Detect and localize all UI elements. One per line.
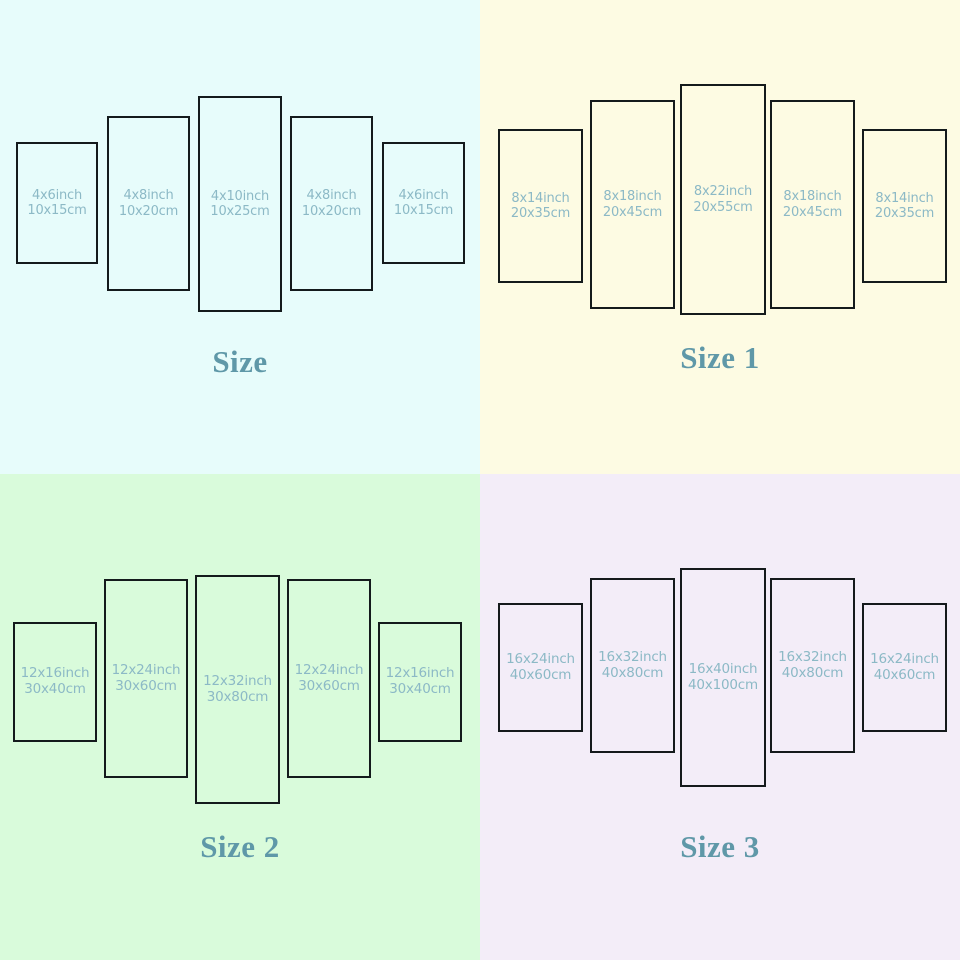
- panel-size-cm: 10x15cm: [27, 203, 87, 218]
- panel-size-cm: 10x20cm: [301, 203, 362, 219]
- panel-size-inch: 16x24inch: [506, 650, 575, 667]
- panel-size-cm: 30x40cm: [389, 681, 451, 697]
- panel-size-cm: 20x45cm: [602, 204, 663, 220]
- panel-size-inch: 8x18inch: [783, 189, 842, 205]
- panel-size-cm: 40x100cm: [688, 676, 758, 693]
- quadrant-title-size-2: Size 2: [200, 829, 280, 864]
- panel-size-inch: 8x14inch: [875, 190, 934, 206]
- panel-size-inch: 8x18inch: [603, 189, 662, 205]
- panel-size-cm: 40x60cm: [873, 666, 936, 683]
- panel-size-cm: 10x20cm: [118, 203, 179, 219]
- panel-size-cm: 10x15cm: [393, 203, 454, 218]
- panel-size-inch: 12x16inch: [20, 665, 90, 682]
- panel-size-cm: 30x60cm: [298, 677, 360, 694]
- panel-size-cm: 10x25cm: [210, 204, 270, 219]
- panel-size-inch: 4x6inch: [398, 187, 449, 203]
- quadrant-title-size-3: Size 3: [680, 829, 760, 864]
- panel-size-inch: 16x32inch: [598, 648, 667, 665]
- panel-size-inch: 16x32inch: [778, 648, 847, 665]
- panel-size-cm: 40x60cm: [509, 666, 572, 683]
- panel-size-inch: 12x24inch: [111, 661, 181, 678]
- panel-size-inch: 16x40inch: [688, 660, 758, 677]
- panel-size-cm: 20x35cm: [510, 206, 571, 221]
- panel-size-cm: 30x60cm: [115, 677, 177, 694]
- panel-size-cm: 20x45cm: [782, 204, 843, 220]
- panel-size-inch: 4x6inch: [31, 187, 83, 203]
- panel-size-inch: 8x14inch: [511, 190, 570, 206]
- panel-size-cm: 30x80cm: [206, 688, 269, 705]
- panel-size-inch: 8x22inch: [693, 184, 753, 200]
- panel-size-inch: 4x10inch: [210, 188, 270, 204]
- panel-size-cm: 40x80cm: [601, 664, 664, 681]
- panel-size-cm: 40x80cm: [781, 664, 844, 681]
- panel-size-cm: 30x40cm: [24, 681, 86, 697]
- panel-size-cm: 20x55cm: [693, 199, 753, 215]
- panel-size-inch: 12x24inch: [294, 661, 364, 678]
- quadrant-title-size-1: Size 1: [680, 340, 760, 375]
- panel-size-cm: 20x35cm: [874, 206, 935, 221]
- quadrant-title-size: Size: [212, 344, 268, 379]
- panel-size-inch: 4x8inch: [123, 188, 174, 204]
- panel-size-inch: 12x16inch: [385, 665, 455, 682]
- panel-size-inch: 16x24inch: [870, 650, 939, 667]
- panel-size-inch: 12x32inch: [203, 672, 272, 689]
- panel-size-inch: 4x8inch: [306, 188, 357, 204]
